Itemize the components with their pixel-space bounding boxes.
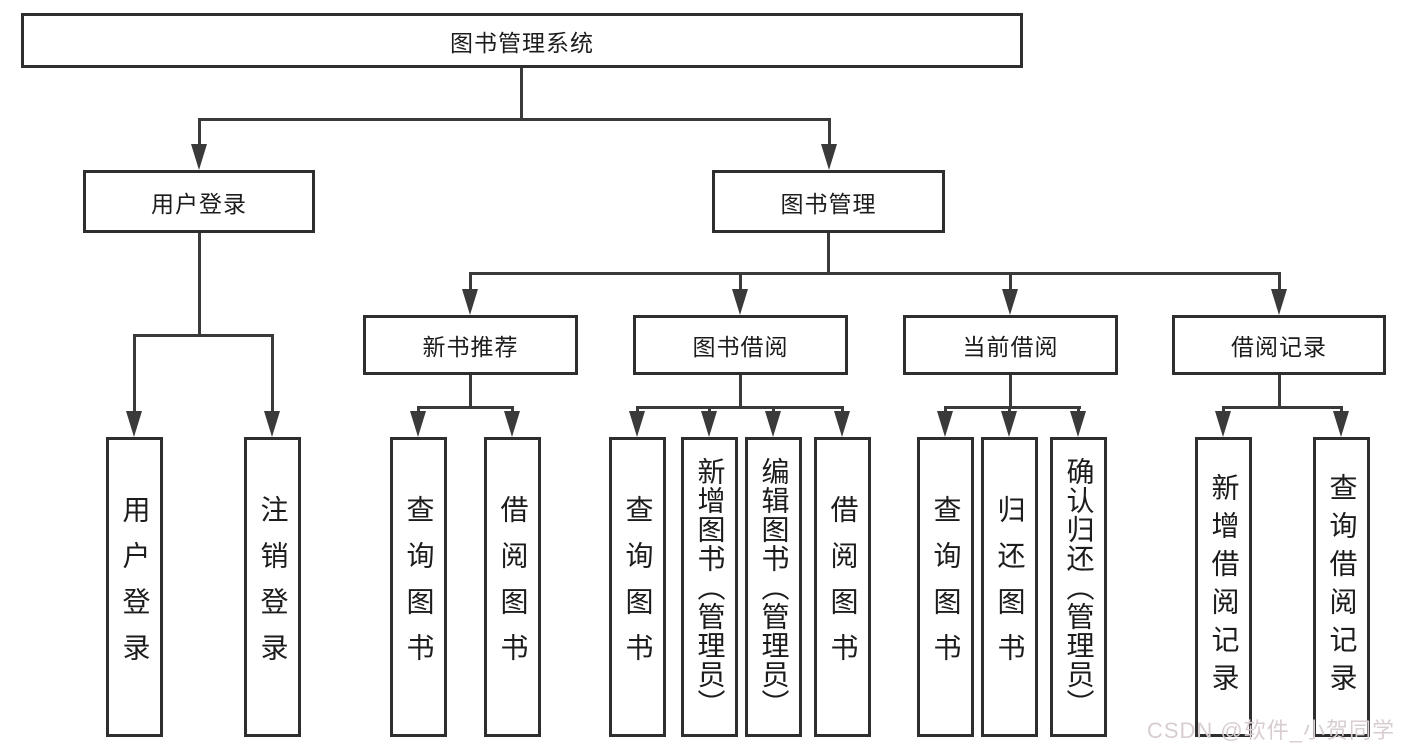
leaf-confirm-return-admin: 确认归还（管理员） <box>1050 437 1107 737</box>
leaf-confirm-return-admin-label: 确认归还（管理员） <box>1063 456 1095 718</box>
leaf-borrow-books-1: 借阅图书 <box>484 437 541 737</box>
leaf-query-borrow-record: 查询借阅记录 <box>1313 437 1370 737</box>
leaf-add-borrow-record: 新增借阅记录 <box>1195 437 1252 737</box>
leaf-logout-label: 注销登录 <box>257 495 289 679</box>
connector-line <box>828 118 831 146</box>
connector-line <box>636 406 639 414</box>
node-user-login: 用户登录 <box>83 170 315 233</box>
node-current-borrowing-label: 当前借阅 <box>962 334 1059 360</box>
leaf-add-borrow-record-label: 新增借阅记录 <box>1208 473 1240 701</box>
node-new-book-recommendation-label: 新书推荐 <box>422 334 519 360</box>
arrow-down-icon <box>191 144 207 170</box>
leaf-edit-books-admin: 编辑图书（管理员） <box>745 437 802 737</box>
node-root-label: 图书管理系统 <box>450 29 594 56</box>
arrow-down-icon <box>504 411 520 437</box>
node-borrowing-records: 借阅记录 <box>1172 315 1386 375</box>
connector-line <box>133 334 274 337</box>
node-book-borrowing-label: 图书借阅 <box>692 334 789 360</box>
leaf-edit-books-admin-label: 编辑图书（管理员） <box>758 456 790 718</box>
leaf-add-books-admin-label: 新增图书（管理员） <box>694 456 726 718</box>
node-book-management-label: 图书管理 <box>780 190 877 217</box>
arrow-down-icon <box>1070 411 1086 437</box>
connector-line <box>739 374 742 408</box>
arrow-down-icon <box>1215 411 1231 437</box>
connector-line <box>708 406 711 414</box>
node-user-login-label: 用户登录 <box>151 190 247 217</box>
connector-line <box>1340 406 1343 414</box>
arrow-down-icon <box>462 289 478 315</box>
connector-line <box>271 334 274 412</box>
leaf-query-books-2-label: 查询图书 <box>622 495 654 679</box>
leaf-query-borrow-record-label: 查询借阅记录 <box>1326 473 1358 701</box>
arrow-down-icon <box>821 144 837 170</box>
connector-line <box>511 406 514 414</box>
connector-line <box>1009 272 1012 290</box>
connector-line <box>772 406 775 414</box>
arrow-down-icon <box>1271 289 1287 315</box>
connector-line <box>1008 406 1011 414</box>
connector-line <box>1278 374 1281 408</box>
connector-line <box>1077 406 1080 414</box>
leaf-add-books-admin: 新增图书（管理员） <box>681 437 738 737</box>
leaf-user-login-label: 用户登录 <box>119 495 151 679</box>
connector-line <box>827 232 830 274</box>
arrow-down-icon <box>765 411 781 437</box>
leaf-logout: 注销登录 <box>244 437 301 737</box>
node-current-borrowing: 当前借阅 <box>903 315 1118 375</box>
connector-line <box>1009 374 1012 408</box>
arrow-down-icon <box>1333 411 1349 437</box>
connector-line <box>198 118 831 121</box>
connector-line <box>133 334 136 412</box>
connector-line <box>469 374 472 408</box>
leaf-user-login: 用户登录 <box>106 437 163 737</box>
leaf-borrow-books-2-label: 借阅图书 <box>827 495 859 679</box>
arrow-down-icon <box>732 289 748 315</box>
arrow-down-icon <box>701 411 717 437</box>
csdn-watermark: CSDN @软件_小贺同学 <box>1146 718 1395 743</box>
connector-line <box>841 406 844 414</box>
connector-line <box>944 406 947 414</box>
leaf-query-books-1: 查询图书 <box>390 437 447 737</box>
node-book-borrowing: 图书借阅 <box>633 315 848 375</box>
connector-line <box>944 406 1081 409</box>
connector-line <box>198 118 201 146</box>
arrow-down-icon <box>1001 411 1017 437</box>
arrow-down-icon <box>629 411 645 437</box>
arrow-down-icon <box>937 411 953 437</box>
connector-line <box>469 272 472 290</box>
node-book-management: 图书管理 <box>712 170 945 233</box>
leaf-query-books-2: 查询图书 <box>609 437 666 737</box>
leaf-return-books-label: 归还图书 <box>994 495 1026 679</box>
leaf-query-books-3: 查询图书 <box>917 437 974 737</box>
node-root: 图书管理系统 <box>21 13 1023 68</box>
arrow-down-icon <box>410 411 426 437</box>
connector-line <box>520 68 523 120</box>
leaf-return-books: 归还图书 <box>981 437 1038 737</box>
node-borrowing-records-label: 借阅记录 <box>1231 334 1327 360</box>
arrow-down-icon <box>834 411 850 437</box>
leaf-query-books-1-label: 查询图书 <box>403 495 435 679</box>
arrow-down-icon <box>126 411 142 437</box>
connector-line <box>1278 272 1281 290</box>
connector-line <box>636 406 844 409</box>
node-new-book-recommendation: 新书推荐 <box>363 315 578 375</box>
arrow-down-icon <box>264 411 280 437</box>
connector-line <box>1222 406 1343 409</box>
leaf-borrow-books-1-label: 借阅图书 <box>497 495 529 679</box>
connector-line <box>469 272 1281 275</box>
connector-line <box>417 406 420 414</box>
leaf-borrow-books-2: 借阅图书 <box>814 437 871 737</box>
connector-line <box>198 232 201 336</box>
connector-line <box>739 272 742 290</box>
connector-line <box>417 406 514 409</box>
connector-line <box>1222 406 1225 414</box>
arrow-down-icon <box>1002 289 1018 315</box>
leaf-query-books-3-label: 查询图书 <box>930 495 962 679</box>
